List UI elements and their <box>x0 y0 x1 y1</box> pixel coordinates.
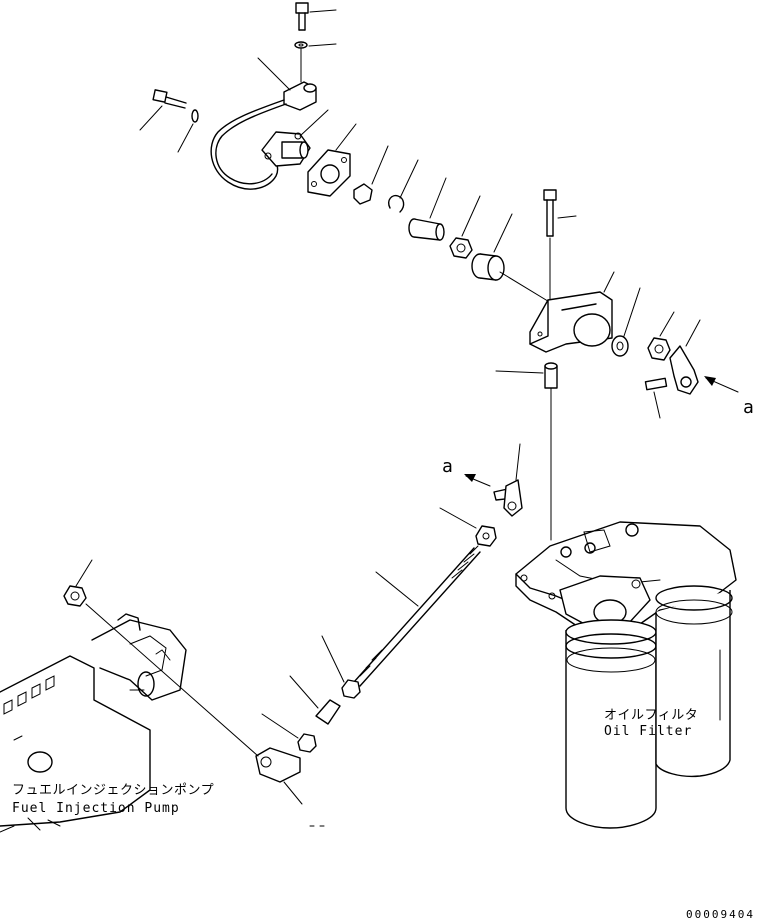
bracket-bolt <box>543 189 577 301</box>
side-washer <box>177 109 199 153</box>
oil-filter-label-jp: オイルフィルタ <box>604 708 698 723</box>
nut-right <box>647 311 675 361</box>
spacer-collar <box>495 362 558 541</box>
ball-joint-lower <box>255 747 303 805</box>
lever-pin <box>408 177 447 241</box>
adjuster-sleeve <box>289 675 341 725</box>
assembly-axis <box>499 271 557 307</box>
drawing-number: 00009404 <box>686 908 755 921</box>
pump-label-en: Fuel Injection Pump <box>12 801 180 816</box>
oil-filter-assembly <box>515 521 737 829</box>
control-rod <box>353 545 481 687</box>
top-bolt <box>295 2 337 31</box>
reference-arrow-a-right: a <box>704 376 754 418</box>
stop-cable <box>210 99 287 190</box>
pump-label-jp: フュエルインジェクションポンプ <box>12 783 214 798</box>
stop-lever <box>669 319 701 395</box>
fuel-injection-pump <box>0 613 187 833</box>
nut-rod-upper <box>439 507 497 547</box>
lever-pin-small <box>644 377 668 419</box>
nut-rod-lower <box>321 635 361 699</box>
reference-arrow-a-left: a <box>442 456 491 487</box>
ref-label-a-left: a <box>442 456 453 477</box>
gasket <box>307 123 357 197</box>
nut-rod-bottom <box>261 713 317 753</box>
washer-right <box>611 287 641 357</box>
pump-link-line <box>85 603 259 757</box>
stop-motor-flange <box>261 109 329 167</box>
ref-label-a-right: a <box>743 397 754 418</box>
bushing <box>471 213 513 281</box>
lever-bracket <box>529 271 615 353</box>
lock-clip <box>353 145 389 205</box>
ball-joint-upper <box>493 443 523 517</box>
clamp-block <box>257 57 317 111</box>
side-bolt <box>139 89 187 131</box>
oil-filter-label-en: Oil Filter <box>604 724 692 739</box>
nut-upper <box>449 195 481 259</box>
pump-nut <box>63 559 93 607</box>
snap-ring <box>388 159 419 213</box>
top-washer <box>294 41 337 83</box>
